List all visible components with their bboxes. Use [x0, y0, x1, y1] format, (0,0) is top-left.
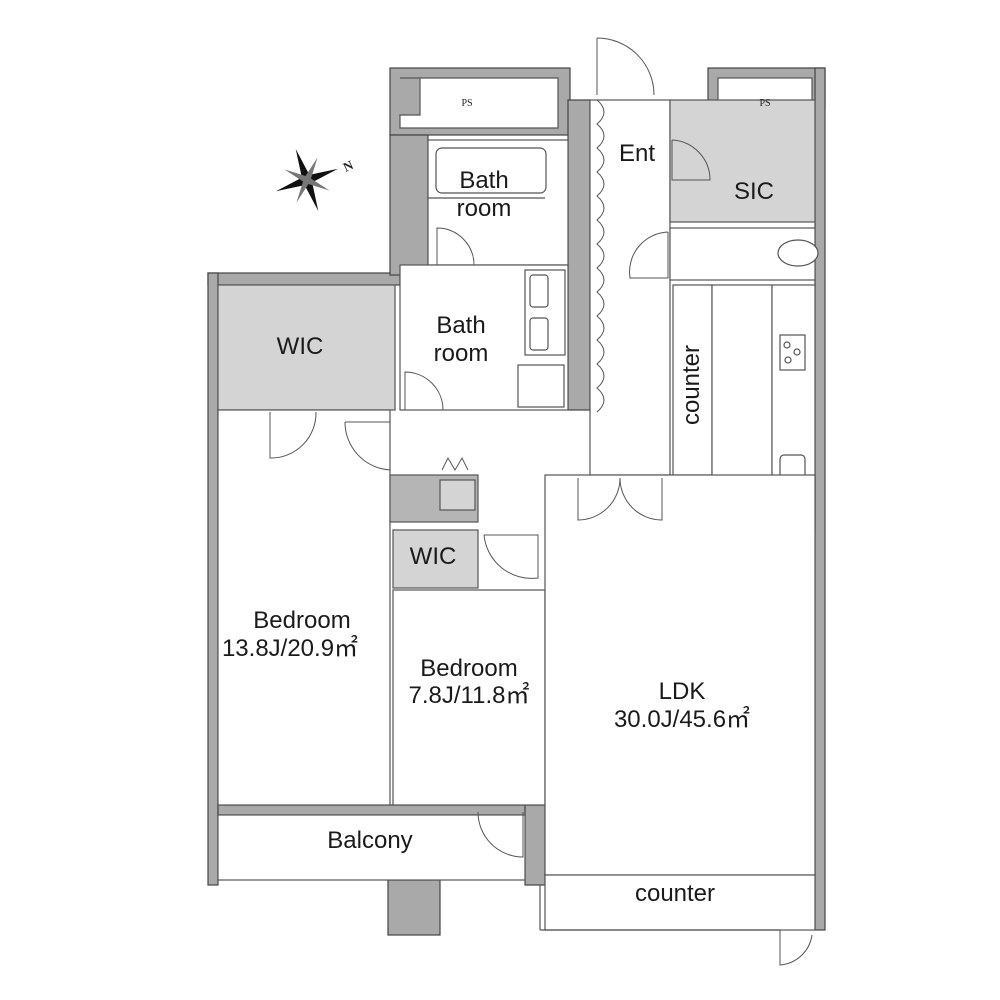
bathroom1-label-line1: Bath [459, 167, 508, 194]
bedroom1-size: 13.8J/20.9㎡ [222, 635, 358, 662]
compass-north-label: N [341, 157, 356, 175]
ps-right-label: PS [759, 98, 770, 109]
bedroom1-room [217, 409, 391, 806]
ldk-size: 30.0J/45.6㎡ [614, 706, 750, 733]
kitchen-counter-label: counter [678, 345, 705, 425]
kitchen-counter [672, 284, 713, 476]
sic-room [669, 99, 816, 223]
toilet [777, 239, 819, 267]
stove-icon [779, 334, 806, 371]
wic-small-label: WIC [410, 543, 457, 570]
entrance-label: Ent [619, 140, 655, 167]
ldk-room [544, 474, 816, 876]
counter-bottom-label: counter [635, 880, 715, 907]
bedroom2-size: 7.8J/11.8㎡ [409, 682, 530, 709]
washer [517, 364, 565, 408]
wic-large-room [217, 284, 396, 411]
sic-label: SIC [734, 178, 774, 205]
bathroom1-label-line2: room [457, 195, 512, 222]
balcony-label: Balcony [327, 827, 412, 854]
column [387, 879, 441, 936]
doors [269, 37, 813, 966]
ldk-name: LDK [659, 678, 706, 705]
ps-left-label: PS [461, 98, 472, 109]
wic-large-label: WIC [277, 333, 324, 360]
compass-icon [275, 148, 339, 212]
bathroom2-label-line1: Bath [436, 312, 485, 339]
bedroom1-name: Bedroom [253, 607, 350, 634]
ps-left-shaft [399, 77, 559, 129]
bedroom2-name: Bedroom [420, 655, 517, 682]
counter-bottom-area [544, 874, 816, 931]
bathroom2-label-line2: room [434, 340, 489, 367]
bedroom2-room [392, 589, 546, 806]
bathtub [435, 147, 547, 194]
balcony-area [217, 814, 526, 881]
wic-small-room [392, 529, 479, 589]
shoe-cabinet [596, 99, 605, 413]
